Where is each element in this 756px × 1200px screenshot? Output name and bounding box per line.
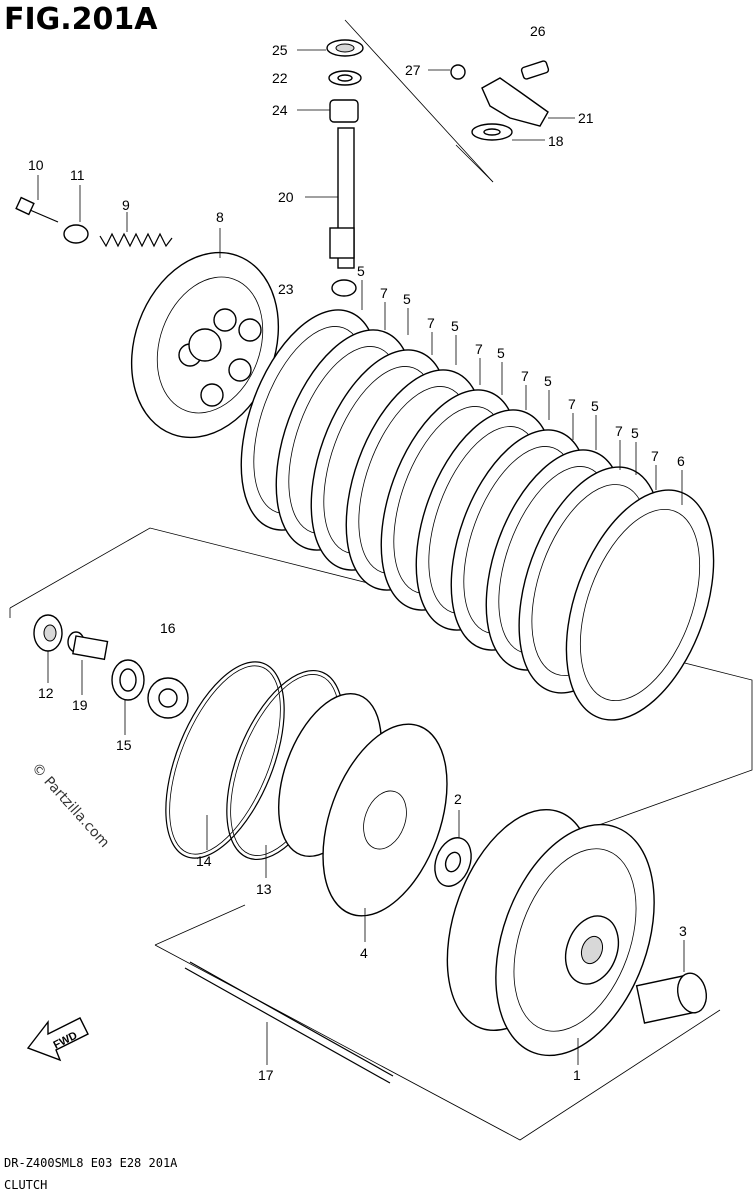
part-3-spacer [635, 940, 708, 1024]
part-22-washer [328, 70, 362, 86]
callout-8: 8 [216, 209, 224, 225]
callout-7c: 7 [475, 341, 483, 357]
callout-9: 9 [122, 197, 130, 213]
part-14-ring [165, 661, 285, 859]
part-2-thrust-washer [434, 810, 472, 887]
callout-23: 23 [278, 281, 294, 297]
callout-7b: 7 [427, 315, 435, 331]
callout-4: 4 [360, 945, 368, 961]
callout-5a: 5 [357, 263, 365, 279]
callout-5c: 5 [451, 318, 459, 334]
callout-1: 1 [573, 1067, 581, 1083]
part-15-nut [111, 659, 145, 735]
callout-26: 26 [530, 23, 546, 39]
part-17-push-rod [184, 961, 394, 1084]
part-4-clutch-hub [277, 692, 448, 942]
callout-14: 14 [196, 853, 212, 869]
section-name: CLUTCH [4, 1178, 48, 1192]
part-24-bearing [297, 99, 359, 123]
callout-24: 24 [272, 102, 288, 118]
callout-5g: 5 [631, 425, 639, 441]
part-26-release-arm [428, 60, 575, 141]
callout-20: 20 [278, 189, 294, 205]
callout-15: 15 [116, 737, 132, 753]
callout-16: 16 [160, 620, 176, 636]
callout-13: 13 [256, 881, 272, 897]
part-10-bolt [15, 175, 59, 223]
fwd-arrow-icon [26, 1017, 89, 1062]
callout-21: 21 [578, 110, 594, 126]
callout-25: 25 [272, 42, 288, 58]
callout-17: 17 [258, 1067, 274, 1083]
callout-18: 18 [548, 133, 564, 149]
part-19-bolt [67, 631, 109, 695]
figure-title: FIG.201A [4, 2, 158, 37]
callout-19: 19 [72, 697, 88, 713]
callout-5e: 5 [544, 373, 552, 389]
callout-7d: 7 [521, 368, 529, 384]
part-11-cap [63, 185, 89, 244]
part-25-bearing [297, 39, 364, 57]
callout-5f: 5 [591, 398, 599, 414]
callout-12: 12 [38, 685, 54, 701]
callout-11: 11 [70, 167, 85, 183]
callout-7f: 7 [615, 423, 623, 439]
callout-7a: 7 [380, 285, 388, 301]
clutch-plate-stack [240, 280, 715, 721]
callout-10: 10 [28, 157, 44, 173]
callout-6: 6 [677, 453, 685, 469]
model-code: DR-Z400SML8 E03 E28 201A [4, 1156, 178, 1170]
callout-7e: 7 [568, 396, 576, 412]
callout-7g: 7 [651, 448, 659, 464]
callout-5b: 5 [403, 291, 411, 307]
callout-2: 2 [454, 791, 462, 807]
part-16-washer [147, 677, 189, 719]
callout-3: 3 [679, 923, 687, 939]
part-12-bearing [33, 614, 63, 683]
part-1-clutch-housing [446, 808, 655, 1065]
callout-22: 22 [272, 70, 288, 86]
group-outline-26 [344, 19, 494, 183]
part-20-push-rod [305, 127, 357, 297]
callout-5d: 5 [497, 345, 505, 361]
callout-27: 27 [405, 62, 421, 78]
part-9-spring [99, 212, 173, 248]
group-outline-16 [9, 527, 753, 831]
